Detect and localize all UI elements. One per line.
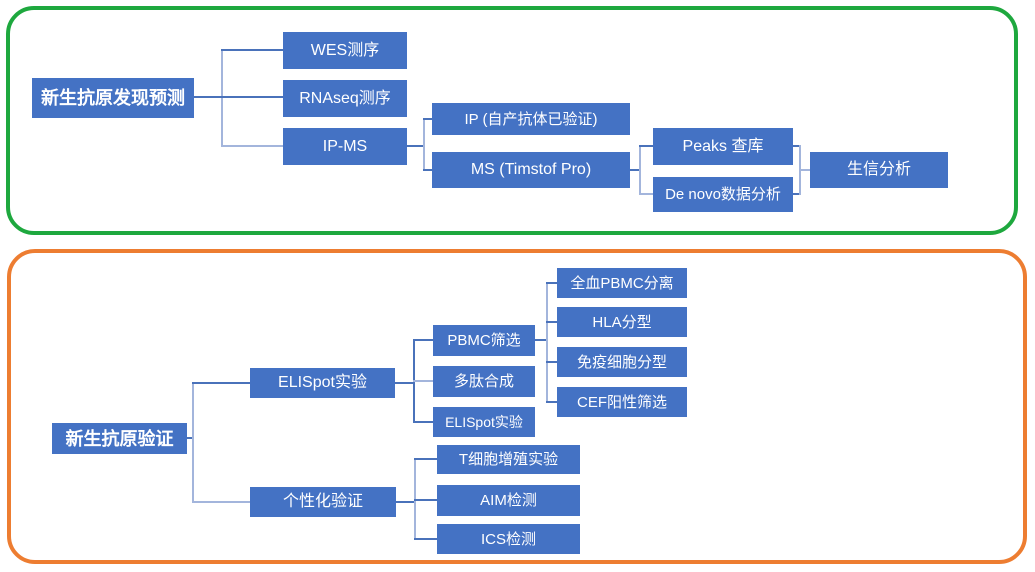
panel-validation (7, 249, 1027, 564)
node-peaks-search: Peaks 查库 (653, 128, 793, 165)
connector (639, 145, 641, 195)
connector (413, 421, 433, 423)
panel-discovery (6, 6, 1018, 235)
connector (546, 282, 557, 284)
node-pbmc-screening: PBMC筛选 (433, 325, 535, 356)
node-elispot-experiment: ELISpot实验 (250, 368, 395, 398)
node-discovery-root: 新生抗原发现预测 (32, 78, 194, 118)
node-wes-sequencing: WES测序 (283, 32, 407, 69)
connector (192, 382, 250, 384)
connector (221, 49, 223, 147)
node-immune-cell-typing: 免疫细胞分型 (557, 347, 687, 377)
node-bioinformatics: 生信分析 (810, 152, 948, 188)
connector (535, 339, 547, 341)
connector (546, 361, 557, 363)
connector (192, 382, 194, 503)
connector (194, 96, 222, 98)
connector (187, 437, 193, 439)
node-ip-antibody: IP (自产抗体已验证) (432, 103, 630, 135)
node-rnaseq-sequencing: RNAseq测序 (283, 80, 407, 117)
connector (546, 282, 548, 403)
node-peptide-synthesis: 多肽合成 (433, 366, 535, 397)
connector (396, 501, 415, 503)
connector (546, 401, 557, 403)
connector (221, 145, 283, 147)
node-cef-positive-screening: CEF阳性筛选 (557, 387, 687, 417)
connector (414, 499, 437, 501)
connector (221, 49, 283, 51)
connector (395, 382, 414, 384)
connector (799, 169, 810, 171)
connector (413, 380, 433, 382)
node-validation-root: 新生抗原验证 (52, 423, 187, 454)
connector (639, 145, 653, 147)
connector (414, 538, 437, 540)
connector (423, 169, 432, 171)
node-ics-assay: ICS检测 (437, 524, 580, 554)
connector (423, 118, 425, 171)
connector (192, 501, 250, 503)
connector (221, 96, 283, 98)
node-aim-assay: AIM检测 (437, 485, 580, 516)
connector (413, 339, 433, 341)
connector (639, 193, 653, 195)
connector (546, 321, 557, 323)
node-personalized-validation: 个性化验证 (250, 487, 396, 517)
node-elispot-assay: ELISpot实验 (433, 407, 535, 437)
node-tcell-proliferation: T细胞增殖实验 (437, 445, 580, 474)
node-ip-ms: IP-MS (283, 128, 407, 165)
connector (414, 458, 437, 460)
node-wholeblood-pbmc-separation: 全血PBMC分离 (557, 268, 687, 298)
connector (407, 145, 424, 147)
connector (423, 118, 432, 120)
node-hla-typing: HLA分型 (557, 307, 687, 337)
node-denovo-analysis: De novo数据分析 (653, 177, 793, 212)
connector (793, 193, 801, 195)
node-ms-timstof: MS (Timstof Pro) (432, 152, 630, 188)
connector (793, 145, 801, 147)
connector (630, 169, 640, 171)
